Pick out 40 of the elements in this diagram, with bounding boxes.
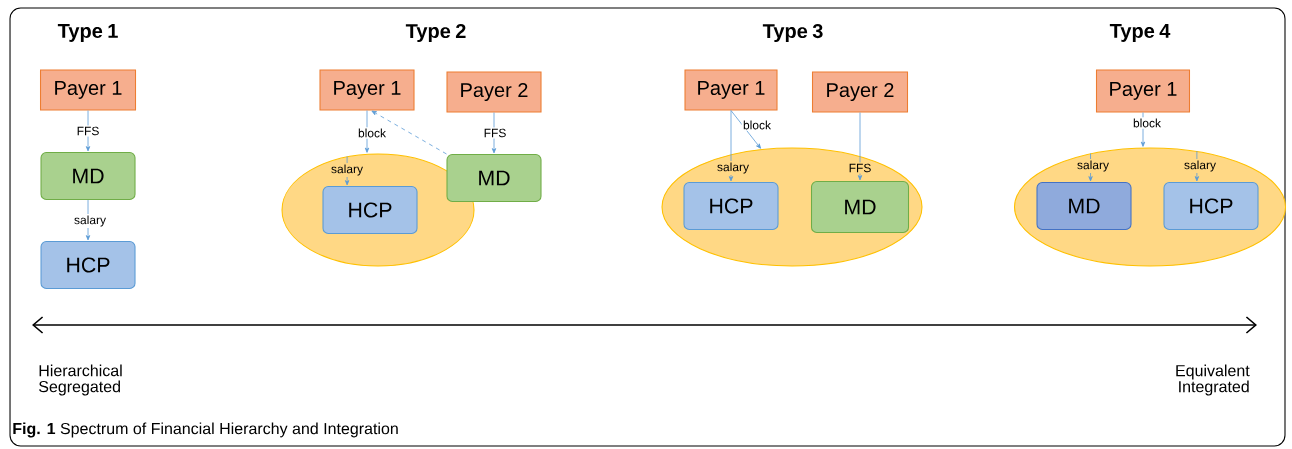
arrow xyxy=(1088,153,1093,182)
type-heading: Type 4 xyxy=(1109,24,1171,42)
edge-label: salary xyxy=(1182,159,1218,173)
hcp-box: HCP xyxy=(322,185,418,235)
spectrum-end-label: Equivalent Integrated xyxy=(1176,364,1250,396)
arrow xyxy=(1140,112,1146,147)
hcp-box: HCP xyxy=(1163,181,1259,231)
payer-box: Payer 2 xyxy=(446,71,542,113)
edge-label: FFS xyxy=(482,127,508,139)
arrow xyxy=(371,110,447,155)
edge-label: salary xyxy=(329,163,365,177)
arrow xyxy=(1194,150,1200,182)
caption: Fig. 1 Spectrum of Financial Hierarchy and Integration xyxy=(13,422,398,438)
payer-box: Payer 1 xyxy=(319,69,415,111)
edge-label: salary xyxy=(72,214,108,228)
md-box: MD xyxy=(810,180,910,234)
payer-box: Payer 1 xyxy=(684,69,778,111)
md-box: MD xyxy=(1036,181,1132,231)
payer-box: Payer 2 xyxy=(811,71,909,113)
md-box: MD xyxy=(40,151,136,201)
arrow xyxy=(857,112,863,181)
edge-label: FFS xyxy=(847,162,873,174)
type-heading: Type 3 xyxy=(762,23,823,43)
edge-label: FFS xyxy=(75,125,101,137)
edge-label: block xyxy=(356,127,388,139)
spectrum-end-label: Hierarchical Segregated xyxy=(39,364,122,396)
edge-label: block xyxy=(741,119,773,131)
edge-label: block xyxy=(1131,117,1163,129)
edge-label: salary xyxy=(715,161,751,175)
md-box: MD xyxy=(446,153,542,203)
arrow xyxy=(364,110,370,153)
hcp-box: HCP xyxy=(683,181,779,231)
hcp-box: HCP xyxy=(40,240,136,290)
type-heading: Type 1 xyxy=(57,24,118,42)
arrow xyxy=(730,110,761,149)
payer-box: Payer 1 xyxy=(40,69,137,111)
payer-box: Payer 1 xyxy=(1095,69,1191,113)
arrow xyxy=(344,156,350,186)
edge-label: salary xyxy=(1075,159,1111,173)
type-heading: Type 2 xyxy=(405,23,466,43)
